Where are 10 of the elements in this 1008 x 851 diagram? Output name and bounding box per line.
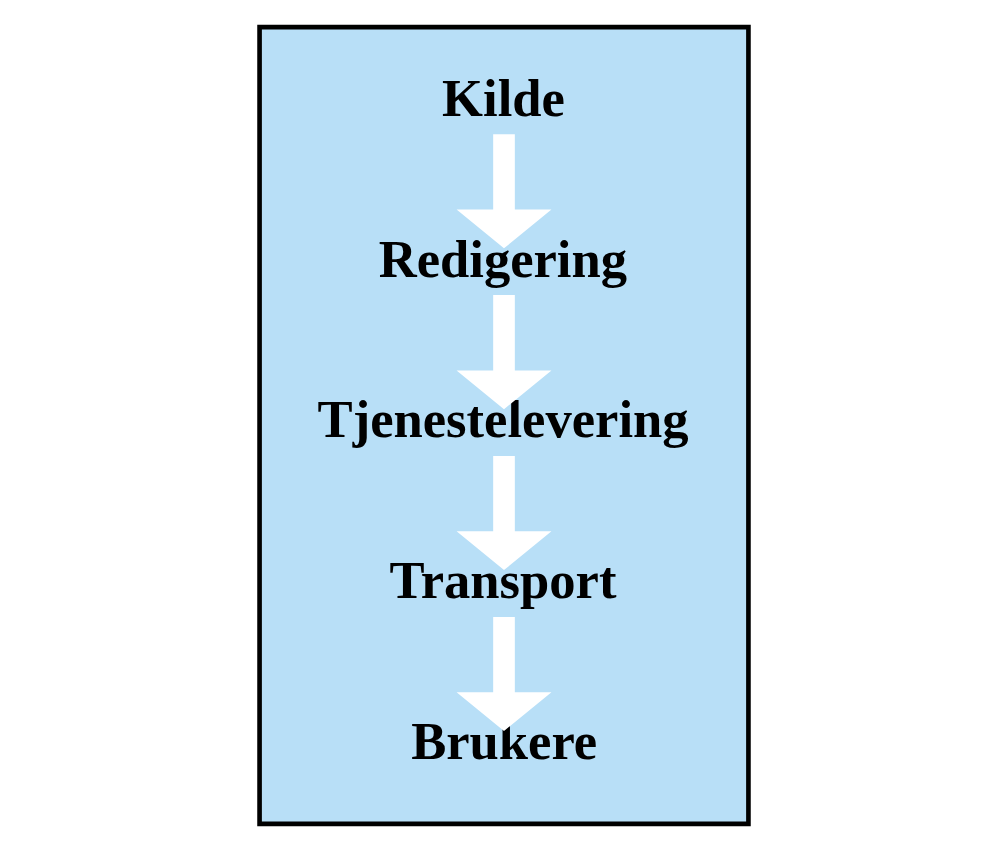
arrow [456, 134, 552, 249]
cluster [257, 24, 751, 827]
node-text: Kilde [442, 68, 565, 127]
node-text: Redigering [378, 229, 628, 288]
arrow [456, 616, 552, 731]
node-text: Tjenestelevering [317, 390, 689, 449]
node-text: Transport [389, 551, 617, 610]
node-text: Brukere [411, 712, 598, 771]
arrow [456, 295, 552, 410]
arrow [456, 456, 552, 571]
